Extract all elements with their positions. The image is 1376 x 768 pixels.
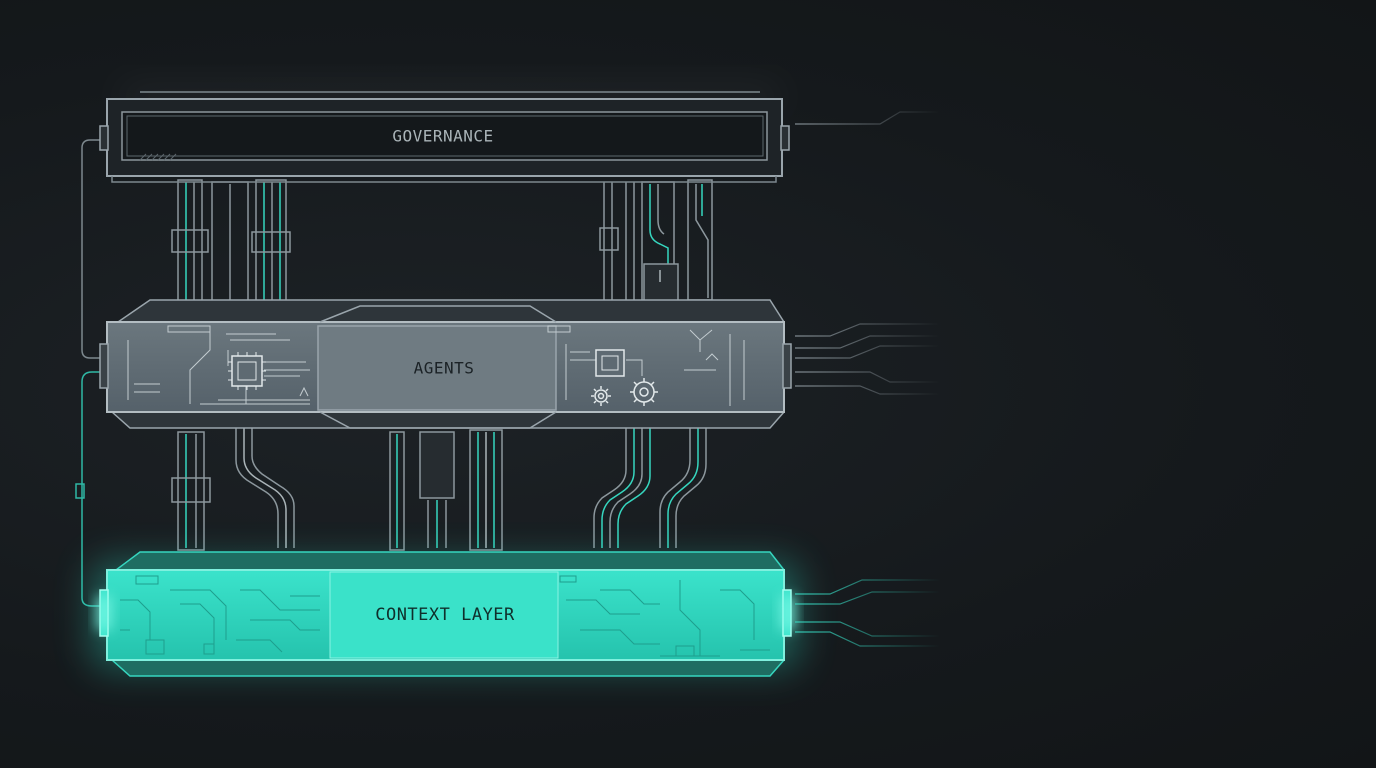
context-layer-label: CONTEXT LAYER: [375, 605, 515, 625]
chip-icon: [228, 352, 266, 390]
governance-layer: [99, 84, 790, 183]
agents-trailing-lines: [795, 311, 940, 423]
gear-icon: [591, 386, 611, 406]
context-layer: [90, 551, 800, 677]
context-trailing-lines: [795, 557, 940, 673]
left-connector-rail: [75, 139, 107, 607]
context-left-circuitry: [120, 575, 320, 655]
gear-icon-large: [630, 378, 658, 406]
governance-label: GOVERNANCE: [392, 126, 494, 146]
chip-icon-right: [595, 349, 625, 377]
agents-label: AGENTS: [413, 358, 475, 378]
governance-trailing-lines: [795, 99, 940, 173]
agents-right-circuitry: [547, 325, 745, 406]
agents-left-circuitry: [127, 325, 310, 405]
agents-layer: [99, 299, 792, 429]
context-right-circuitry: [559, 575, 770, 657]
lower-conduits: [171, 377, 715, 551]
